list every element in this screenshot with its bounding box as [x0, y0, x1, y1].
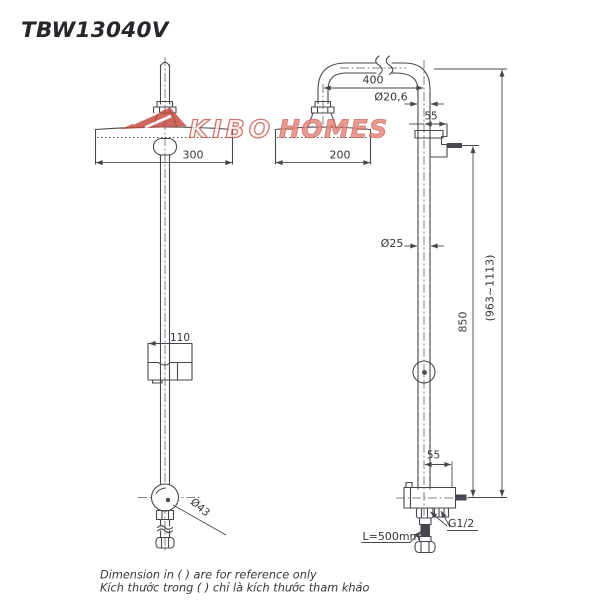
- hose-connection-nut: [415, 507, 434, 519]
- slider-ring: [412, 360, 436, 384]
- brand-text-kibo: KIBO: [189, 115, 274, 144]
- dim-label-l500: L=500mm: [363, 530, 421, 543]
- pipe-break-mark: [375, 55, 383, 75]
- brand-watermark: KIBO HOMES: [121, 107, 389, 144]
- top-wall-bracket: [414, 123, 462, 158]
- dim-arm-length-400: 400: [323, 74, 424, 91]
- label-hose-length: L=500mm: [361, 530, 422, 543]
- dim-label-g12: G1/2: [448, 517, 474, 530]
- slide-bar-pipe: [159, 154, 171, 487]
- shower-arm: [317, 55, 431, 105]
- footer-note-english: Dimension in ( ) are for reference only: [100, 569, 317, 582]
- shower-hose: [414, 517, 436, 554]
- valve-body: [396, 481, 470, 519]
- dim-label-300: 300: [183, 149, 204, 162]
- side-view: 200 400 Ø20,6 55 Ø25: [274, 55, 507, 554]
- product-code-title: TBW13040V: [21, 18, 171, 43]
- wall-outlet-pin: [447, 143, 462, 148]
- dim-pipe-length-850: 850: [457, 145, 479, 497]
- pipe-break-mark: [385, 55, 394, 75]
- dim-arm-diameter: Ø20,6: [374, 91, 444, 107]
- dim-head-width-200: 200: [275, 149, 371, 166]
- dim-head-width-300: 300: [95, 149, 233, 166]
- dim-pipe-diameter: Ø25: [381, 237, 444, 250]
- footer-notes: Dimension in ( ) are for reference only …: [100, 569, 369, 595]
- dim-bracket-width-110: 110: [148, 332, 190, 347]
- dim-label-110: 110: [170, 332, 190, 344]
- dim-top-bracket-offset-55: 55: [409, 111, 447, 127]
- dim-hand-shower-diameter: Ø43: [172, 496, 227, 536]
- dim-label-o25: Ø25: [381, 237, 404, 250]
- dim-label-400: 400: [363, 74, 384, 87]
- brand-logo-triangle: [121, 107, 187, 129]
- dim-label-55-bottom: 55: [427, 450, 440, 462]
- dim-label-200: 200: [330, 149, 351, 162]
- dim-valve-offset-55: 55: [424, 450, 453, 487]
- column-pipe: [417, 89, 431, 490]
- dim-label-o206: Ø20,6: [374, 91, 407, 104]
- valve-outlet-pin: [455, 494, 467, 501]
- overhead-shower-head-side: [274, 100, 372, 165]
- dim-label-55-top: 55: [424, 111, 437, 123]
- footer-note-vietnamese: Kích thước trong ( ) chỉ là kích thước t…: [100, 582, 369, 595]
- dim-overall-height: (963~1113): [434, 68, 507, 498]
- dim-label-963-1113: (963~1113): [484, 255, 497, 322]
- brand-text-homes: HOMES: [279, 115, 389, 144]
- hand-shower: [138, 483, 200, 549]
- dim-label-850: 850: [457, 312, 470, 333]
- label-connection-thread: G1/2: [430, 510, 478, 531]
